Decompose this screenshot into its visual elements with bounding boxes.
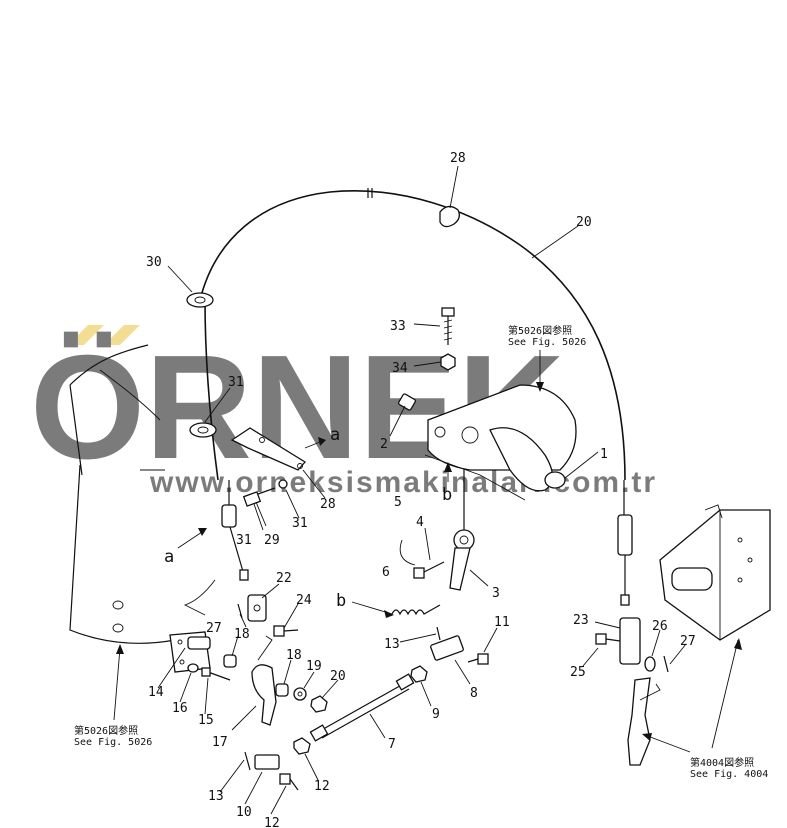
callout-label: 19 [306, 659, 322, 674]
callout-label: 8 [470, 686, 478, 701]
nut-34 [440, 353, 456, 371]
washer-30 [278, 479, 288, 489]
ref-fig5026-top-en: See Fig. 5026 [508, 337, 586, 348]
rod-7 [309, 673, 415, 742]
ref-fig4004-en: See Fig. 4004 [690, 769, 768, 780]
view-marker-a: a [164, 547, 174, 567]
right-bracket [659, 504, 771, 641]
cable-clamp-31-lower [189, 422, 217, 438]
reference-notes: 第5026図参照 See Fig. 5026 第5026図参照 See Fig.… [74, 324, 768, 780]
callout-label: 18 [286, 648, 302, 663]
view-marker-b: b [336, 591, 346, 611]
callout-label: 33 [390, 319, 406, 334]
bolt-25 [595, 633, 621, 645]
callout-label: 17 [212, 735, 228, 750]
callout-label: 4 [416, 515, 424, 530]
callout-label: 3 [492, 586, 500, 601]
callout-label: 27 [206, 621, 222, 636]
spring-6 [391, 604, 441, 616]
ref-fig5026-top-jp: 第5026図参照 [508, 324, 572, 337]
callout-label: 30 [146, 255, 162, 270]
reference-arrows [113, 350, 742, 753]
left-frame [69, 344, 176, 644]
callout-label: 1 [600, 447, 608, 462]
lever-right-arm [639, 683, 661, 701]
callout-label: 24 [296, 593, 312, 608]
yoke-8 [430, 635, 464, 661]
callout-label: 23 [573, 613, 589, 628]
callout-label: 11 [494, 615, 510, 630]
cable-clamp-31-upper [186, 292, 214, 308]
callout-label: 26 [652, 619, 668, 634]
watermark-url: www.orneksismakinalari.com.tr [149, 466, 657, 499]
callout-label: 28 [450, 151, 466, 166]
callout-label: 22 [276, 571, 292, 586]
callout-label: 12 [314, 779, 330, 794]
view-marker-a: a [330, 425, 340, 445]
callout-label: 18 [234, 627, 250, 642]
callout-label: 34 [392, 361, 408, 376]
watermark-accent-left [68, 325, 104, 345]
callout-label: 14 [148, 685, 164, 700]
callout-label: 15 [198, 713, 214, 728]
pin-13-right [436, 626, 441, 641]
nut-9 [410, 665, 428, 683]
yoke-23 [619, 617, 641, 665]
callout-label: 13 [208, 789, 224, 804]
callout-label: 25 [570, 665, 586, 680]
cable-clamp-32 [439, 205, 460, 228]
callout-label: 27 [680, 634, 696, 649]
callout-label: 16 [172, 701, 188, 716]
callout-numbers: 28 20 30 31 33 34 2 1 3 4 5 6 11 8 9 7 1… [146, 151, 696, 828]
lead-5 [399, 539, 416, 566]
view-markers: a a b b [164, 425, 452, 611]
callout-label: 31 [228, 375, 244, 390]
governor-unit [424, 384, 577, 501]
bolt-33 [441, 307, 455, 345]
bracket-28 [183, 427, 306, 616]
callout-label: 20 [576, 215, 592, 230]
callout-label: 20 [330, 669, 346, 684]
callout-label: 2 [380, 437, 388, 452]
callout-label: 29 [264, 533, 280, 548]
ref-fig5026-left-en: See Fig. 5026 [74, 737, 152, 748]
watermark-accent-right [104, 325, 140, 345]
callout-label: 10 [236, 805, 252, 820]
leader-lines [157, 165, 687, 815]
callout-label: 5 [394, 495, 402, 510]
lever-3 [449, 466, 475, 591]
callout-label: 12 [264, 816, 280, 828]
cable-lower-left [204, 299, 219, 481]
cable-end-left [221, 480, 249, 581]
bolt-12-right [467, 653, 489, 665]
lever-right [627, 677, 651, 766]
view-marker-b: b [442, 485, 452, 505]
callout-label: 13 [384, 637, 400, 652]
lever-assembly-left [169, 594, 328, 791]
ref-fig5026-left-jp: 第5026図参照 [74, 724, 138, 737]
callout-label: 7 [388, 737, 396, 752]
callout-label: 31 [236, 533, 252, 548]
cable-end-right [617, 480, 633, 606]
bolt-4 [413, 561, 445, 579]
callout-label: 9 [432, 707, 440, 722]
callout-label: 28 [320, 497, 336, 512]
washer-26 [644, 656, 656, 672]
callout-label: 31 [292, 516, 308, 531]
pin-27-right [663, 655, 669, 673]
callout-label: 6 [382, 565, 390, 580]
ref-fig4004-jp: 第4004図参照 [690, 756, 754, 769]
